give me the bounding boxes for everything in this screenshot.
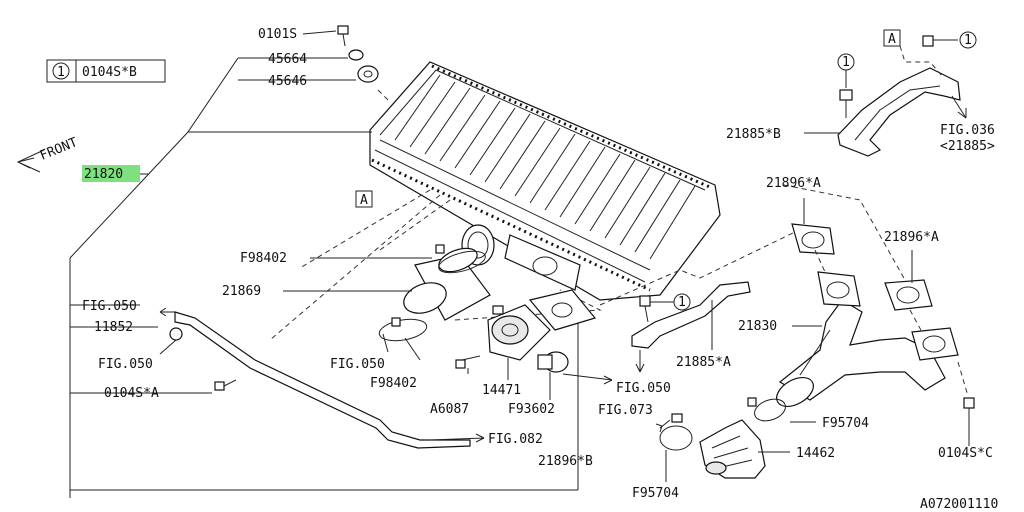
label-fig050-lower: FIG.050 xyxy=(98,357,153,372)
label-a6087: A6087 xyxy=(430,402,469,417)
legend-code: 0104S*B xyxy=(82,65,137,80)
label-21896b: 21896*B xyxy=(538,454,593,469)
catalog-number: A072001110 xyxy=(920,497,998,512)
label-fig050-mid: FIG.050 xyxy=(330,357,385,372)
label-f95704-bottom: F95704 xyxy=(632,486,679,501)
label-fig036: FIG.036 xyxy=(940,123,995,138)
gasket-21896a-right-icon xyxy=(884,279,933,311)
marker-1-bracket-b xyxy=(837,53,855,118)
legend-marker: 1 xyxy=(57,65,65,80)
label-21869: 21869 xyxy=(222,284,261,299)
intercooler-21820 xyxy=(369,61,721,301)
label-11852: 11852 xyxy=(94,320,133,335)
label-fig050-right: FIG.050 xyxy=(616,381,671,396)
bolt-21885a-icon xyxy=(639,293,691,323)
label-fig036-sub: <21885> xyxy=(940,139,995,154)
label-0104sa: 0104S*A xyxy=(104,386,159,401)
bolt-0104sa-icon xyxy=(214,379,237,391)
legend-box xyxy=(46,59,166,83)
label-21896a-right: 21896*A xyxy=(884,230,939,245)
flange-right-icon xyxy=(911,327,959,361)
bracket-21885a xyxy=(631,281,751,349)
label-f95704-right: F95704 xyxy=(822,416,869,431)
bypass-valve-14471 xyxy=(487,304,551,361)
duct-21869 xyxy=(403,247,491,321)
label-45664: 45664 xyxy=(268,52,307,67)
label-fig050-left: FIG.050 xyxy=(82,299,137,314)
section-marker-a-right-label: A xyxy=(888,32,896,47)
label-fig073: FIG.073 xyxy=(598,403,653,418)
label-0104sc: 0104S*C xyxy=(938,446,993,461)
bolt-a6087-icon xyxy=(455,355,481,369)
front-label: FRONT xyxy=(38,135,80,164)
bolt-right-top-icon xyxy=(922,31,977,49)
flange-left-icon xyxy=(817,271,861,307)
section-marker-a xyxy=(355,190,373,208)
hose-14462 xyxy=(699,419,766,479)
bolt-0104sc-icon xyxy=(963,397,975,446)
clamp-f95704-upper-icon xyxy=(747,397,786,422)
label-f98402-bottom: F98402 xyxy=(370,376,417,391)
label-21885a: 21885*A xyxy=(676,355,731,370)
gasket-21896b-icon xyxy=(528,289,597,331)
label-14462: 14462 xyxy=(796,446,835,461)
label-fig082: FIG.082 xyxy=(488,432,543,447)
marker-1-text-c: 1 xyxy=(678,295,686,310)
clamp-f98402-top-icon xyxy=(435,244,486,274)
hose-11852 xyxy=(169,311,471,449)
bracket-21885b xyxy=(837,67,961,157)
label-f98402-top: F98402 xyxy=(240,251,287,266)
section-marker-a-label: A xyxy=(360,193,368,208)
label-21896a-left: 21896*A xyxy=(766,176,821,191)
label-45646: 45646 xyxy=(268,74,307,89)
section-marker-a-right xyxy=(883,29,901,47)
gasket-21896a-left-icon xyxy=(791,223,835,255)
label-21885b: 21885*B xyxy=(726,127,781,142)
label-21820[interactable]: 21820 xyxy=(84,167,123,182)
front-arrow-icon xyxy=(16,149,45,173)
clamp-f98402-bottom-icon xyxy=(378,317,428,342)
clamp-f95704-lower-icon xyxy=(659,413,693,451)
marker-1-text-a: 1 xyxy=(842,55,850,70)
bolt-0101s-icon xyxy=(337,25,349,47)
label-14471: 14471 xyxy=(482,383,521,398)
washer-45664-icon xyxy=(348,49,364,61)
label-f93602: F93602 xyxy=(508,402,555,417)
label-0101s: 0101S xyxy=(258,27,297,42)
marker-1-text-b: 1 xyxy=(964,33,972,48)
sensor-f93602-icon xyxy=(537,351,569,373)
highlight-21820 xyxy=(82,165,140,182)
label-21830: 21830 xyxy=(738,319,777,334)
grommet-45646-icon xyxy=(357,65,379,83)
